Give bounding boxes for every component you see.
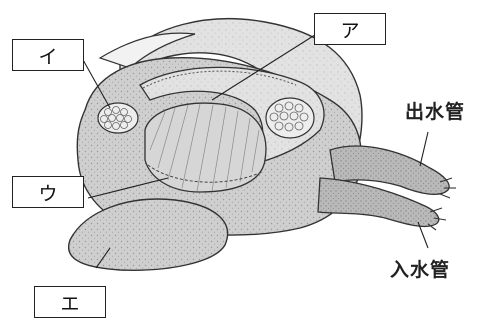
label-box-e: エ xyxy=(34,286,106,318)
foot xyxy=(69,199,228,270)
label-a-text: ア xyxy=(340,16,359,43)
incurrent-siphon-label: 入水管 xyxy=(390,255,450,282)
label-box-u: ウ xyxy=(12,176,84,208)
excurrent-siphon-label: 出水管 xyxy=(405,97,465,124)
posterior-adductor-muscle xyxy=(266,98,314,138)
leader-line-excurrent xyxy=(420,132,428,166)
label-box-i: イ xyxy=(12,39,84,71)
anterior-adductor-muscle xyxy=(98,103,138,133)
label-e-text: エ xyxy=(60,289,79,316)
label-box-a: ア xyxy=(314,13,386,45)
siphons xyxy=(318,146,456,230)
label-i-text: イ xyxy=(38,42,57,69)
label-u-text: ウ xyxy=(38,179,57,206)
